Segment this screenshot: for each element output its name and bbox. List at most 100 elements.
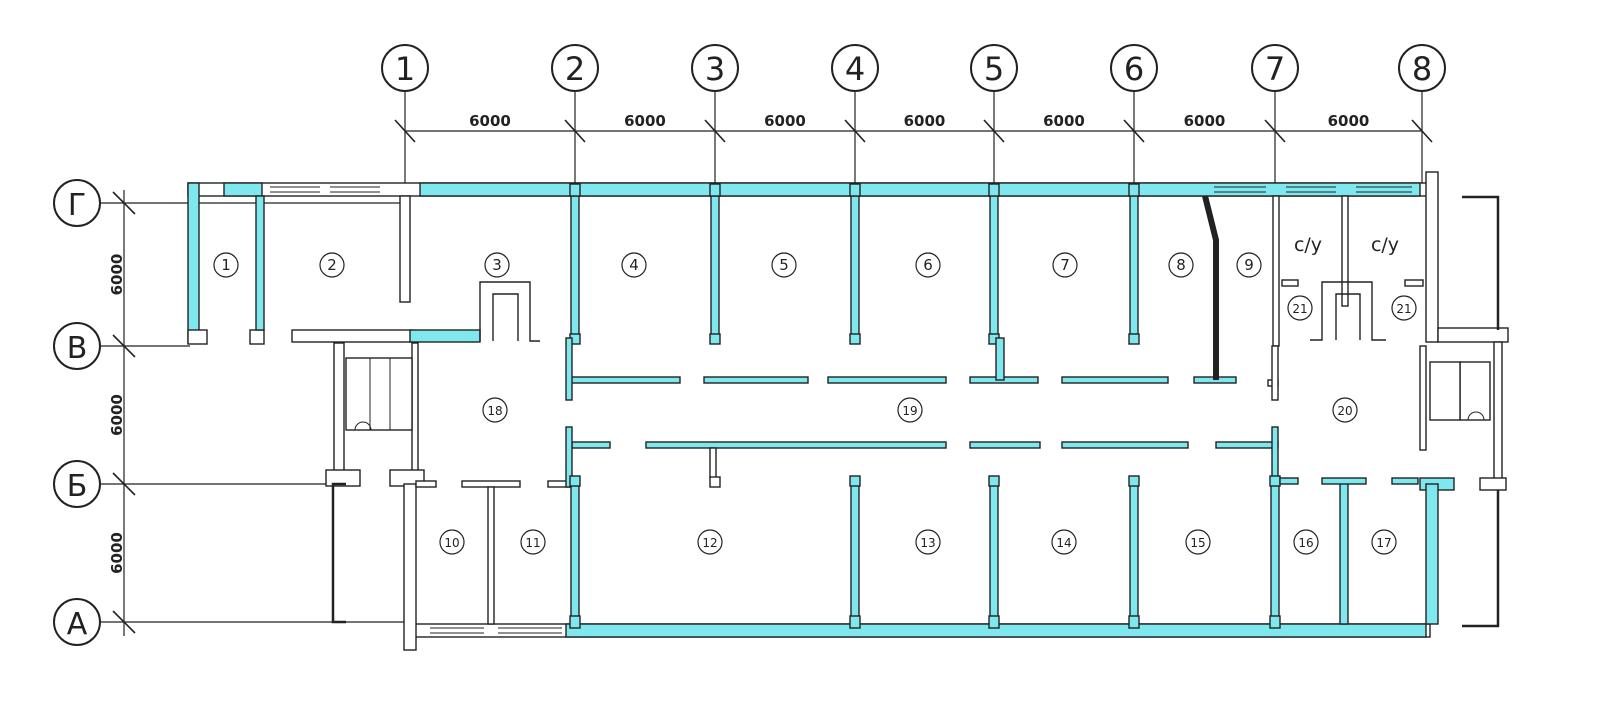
room-number: 18	[487, 404, 502, 418]
room-13: 13	[915, 529, 941, 555]
room-4: 4	[621, 252, 647, 278]
column	[1128, 475, 1140, 487]
toilet-label: с/у	[1294, 234, 1322, 256]
room-number: 10	[444, 536, 459, 550]
room-marker	[771, 252, 797, 278]
dim-tick	[394, 119, 416, 143]
wall-stub	[415, 480, 437, 488]
dim-label-horizontal: 6000	[1328, 112, 1370, 130]
corridor-wall-west-accent	[409, 329, 481, 343]
wall-stub	[1281, 279, 1299, 287]
partition-lower	[570, 483, 580, 625]
dim-label-horizontal: 6000	[624, 112, 666, 130]
column	[849, 183, 861, 197]
stub	[709, 447, 717, 479]
room-10: 10	[439, 529, 465, 555]
dim-label-horizontal: 6000	[1184, 112, 1226, 130]
axis-column-5-label: 5	[984, 50, 1004, 88]
room-number: 8	[1176, 256, 1186, 274]
room-number: 21	[1396, 302, 1411, 316]
axis-row-3-circle	[53, 598, 101, 646]
stair-flight	[345, 357, 413, 431]
partition-upper	[570, 195, 580, 339]
axis-column-1-circle	[381, 44, 429, 92]
grid-lines	[100, 92, 1423, 636]
room-number: 1	[221, 256, 231, 274]
room-marker	[915, 529, 941, 555]
axis-column-3-circle	[691, 44, 739, 92]
room-marker	[915, 252, 941, 278]
room-marker	[1052, 252, 1078, 278]
room-number: 21	[1292, 302, 1307, 316]
column	[569, 475, 581, 487]
partition-2-3	[399, 195, 411, 303]
room-marker	[1332, 397, 1358, 423]
partition-upper	[989, 195, 999, 339]
dim-tick	[112, 472, 136, 496]
axis-column-8: 8	[1398, 44, 1446, 92]
axis-column-4-label: 4	[845, 50, 865, 88]
room-11: 11	[520, 529, 546, 555]
partition-lower	[1129, 483, 1139, 625]
room-21: 21	[1391, 295, 1417, 321]
axis-row-0-label: Г	[68, 188, 86, 223]
stair-arc	[354, 421, 372, 431]
partition-upper	[850, 195, 860, 339]
axis-column-8-label: 8	[1412, 50, 1432, 88]
room-6: 6	[915, 252, 941, 278]
axis-column-1: 1	[381, 44, 429, 92]
axis-column-5: 5	[970, 44, 1018, 92]
axis-column-3: 3	[691, 44, 739, 92]
column-stub	[709, 476, 721, 488]
stair-wall-right	[411, 342, 419, 472]
partition-lower	[1270, 483, 1280, 625]
axis-column-7-label: 7	[1265, 50, 1285, 88]
room-number: 14	[1056, 536, 1071, 550]
entry-bracket-east-bottom	[1462, 490, 1500, 628]
room-15: 15	[1185, 529, 1211, 555]
column-stub	[249, 329, 265, 345]
column	[569, 183, 581, 197]
axis-row-1-label: В	[67, 331, 88, 366]
axis-row-2-label: Б	[67, 469, 88, 504]
dim-tick	[704, 119, 726, 143]
room-9: 9	[1236, 252, 1262, 278]
dim-label-horizontal: 6000	[469, 112, 511, 130]
room-marker	[897, 397, 923, 423]
column	[1128, 615, 1140, 629]
axis-column-2: 2	[551, 44, 599, 92]
column	[1269, 475, 1281, 487]
room-marker	[484, 252, 510, 278]
wall-stub	[187, 329, 208, 345]
dim-tick	[112, 191, 136, 215]
dim-label-vertical: 6000	[108, 394, 126, 436]
room-number: 12	[702, 536, 717, 550]
room-marker	[1168, 252, 1194, 278]
wall-east-landing	[1437, 327, 1509, 343]
shaft-inner-east	[1335, 293, 1361, 340]
wall-block	[1479, 477, 1507, 491]
outer-wall-east	[1425, 171, 1439, 343]
wall-stub	[1404, 279, 1424, 287]
corridor-wall-west	[291, 329, 413, 343]
room-7: 7	[1052, 252, 1078, 278]
room-20: 20	[1332, 397, 1358, 423]
partition-16-17	[1339, 480, 1349, 625]
shaft-inner	[492, 293, 519, 341]
room-marker	[1051, 529, 1077, 555]
outer-wall-west	[403, 483, 417, 651]
room-number: 9	[1244, 256, 1254, 274]
room-marker	[213, 252, 239, 278]
outer-wall-top-accent-left	[223, 182, 263, 197]
outer-wall-east-lower	[1425, 483, 1439, 625]
room-number: 13	[920, 536, 935, 550]
room-1: 1	[213, 252, 239, 278]
room-number: 11	[525, 536, 540, 550]
column	[988, 183, 1000, 197]
axis-column-8-circle	[1398, 44, 1446, 92]
axis-column-4: 4	[831, 44, 879, 92]
axis-column-2-circle	[551, 44, 599, 92]
